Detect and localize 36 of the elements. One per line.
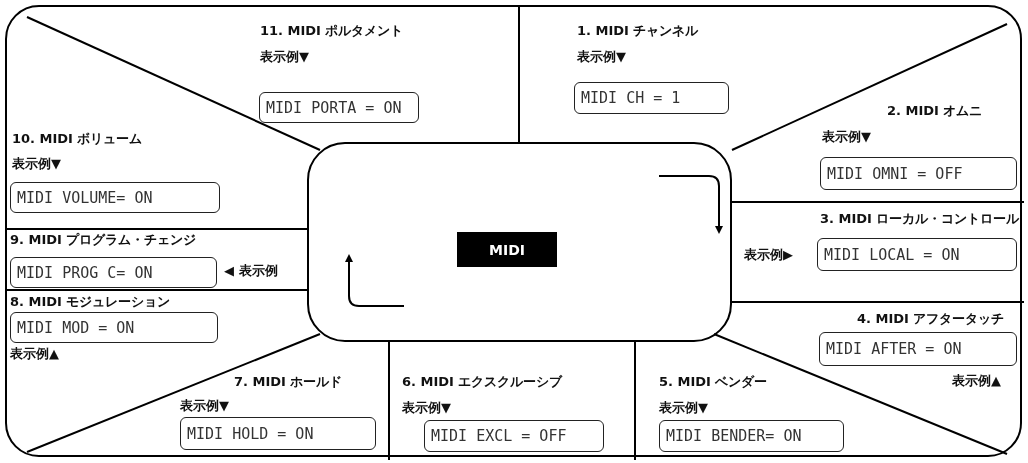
center-panel: [307, 142, 732, 342]
display-example-label: 表示例▼: [180, 397, 229, 415]
display-example-label: 表示例▲: [952, 372, 1001, 390]
setting-heading: 7. MIDI ホールド: [234, 373, 343, 391]
setting-heading: 1. MIDI チャンネル: [577, 22, 699, 40]
lcd-display: MIDI MOD = ON: [10, 312, 218, 343]
setting-heading: 9. MIDI プログラム・チェンジ: [10, 231, 197, 249]
lcd-display: MIDI CH = 1: [574, 82, 729, 114]
display-example-label: 表示例▼: [659, 399, 708, 417]
lcd-display: MIDI PORTA = ON: [259, 92, 419, 123]
display-example-label: ◀ 表示例: [224, 262, 278, 280]
lcd-display: MIDI EXCL = OFF: [424, 420, 604, 452]
setting-heading: 8. MIDI モジュレーション: [10, 293, 171, 311]
setting-heading: 2. MIDI オムニ: [887, 102, 983, 120]
lcd-display: MIDI VOLUME= ON: [10, 182, 220, 213]
lcd-display: MIDI OMNI = OFF: [820, 157, 1017, 190]
lcd-display: MIDI AFTER = ON: [819, 332, 1017, 366]
mode-label: MIDI: [457, 232, 557, 267]
display-example-label: 表示例▼: [822, 128, 871, 146]
display-example-label: 表示例▼: [260, 48, 309, 66]
display-example-label: 表示例▼: [12, 155, 61, 173]
lcd-display: MIDI HOLD = ON: [180, 417, 376, 450]
display-example-label: 表示例▶: [744, 246, 793, 264]
lcd-display: MIDI LOCAL = ON: [817, 238, 1017, 271]
display-example-label: 表示例▼: [402, 399, 451, 417]
lcd-display: MIDI BENDER= ON: [659, 420, 844, 452]
setting-heading: 6. MIDI エクスクルーシブ: [402, 373, 563, 391]
setting-heading: 4. MIDI アフタータッチ: [857, 310, 1005, 328]
setting-heading: 3. MIDI ローカル・コントロール: [820, 210, 1020, 228]
display-example-label: 表示例▲: [10, 345, 59, 363]
setting-heading: 11. MIDI ポルタメント: [260, 22, 404, 40]
lcd-display: MIDI PROG C= ON: [10, 257, 217, 288]
display-example-label: 表示例▼: [577, 48, 626, 66]
setting-heading: 10. MIDI ボリューム: [12, 130, 143, 148]
outer-panel: [5, 5, 1022, 457]
setting-heading: 5. MIDI ベンダー: [659, 373, 768, 391]
